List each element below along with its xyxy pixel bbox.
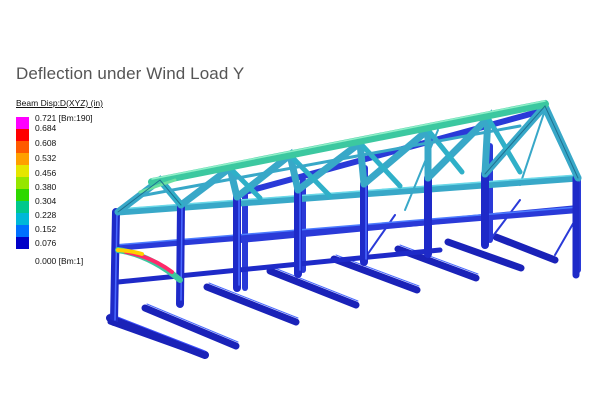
legend-swatch-3 (16, 153, 29, 165)
legend-swatch-9 (16, 225, 29, 237)
front-wall (107, 170, 582, 359)
legend-label-5: 0.380 (35, 182, 57, 192)
legend-label-1: 0.684 (35, 123, 57, 133)
legend-label-6: 0.304 (35, 196, 57, 206)
legend-swatch-8 (16, 213, 29, 225)
legend-swatch-10 (16, 237, 29, 249)
legend-label-min: 0.000 [Bm:1] (35, 256, 84, 266)
legend-swatch-7 (16, 201, 29, 213)
legend-label-9: 0.076 (35, 238, 57, 248)
frame-outlines (117, 105, 579, 213)
legend-swatch-2 (16, 141, 29, 153)
legend-label-8: 0.152 (35, 224, 57, 234)
plot-title: Deflection under Wind Load Y (16, 64, 245, 83)
legend-swatch-0 (16, 117, 29, 129)
legend-label-3: 0.532 (35, 153, 57, 163)
legend-title: Beam Disp:D(XYZ) (in) (16, 98, 103, 108)
legend-label-7: 0.228 (35, 210, 57, 220)
legend-label-4: 0.456 (35, 168, 57, 178)
legend-label-max: 0.721 [Bm:190] (35, 113, 93, 123)
legend-swatch-1 (16, 129, 29, 141)
legend-swatch-4 (16, 165, 29, 177)
legend-label-2: 0.608 (35, 138, 57, 148)
legend-swatch-6 (16, 189, 29, 201)
legend-swatch-5 (16, 177, 29, 189)
legend-color-bar (16, 117, 29, 261)
